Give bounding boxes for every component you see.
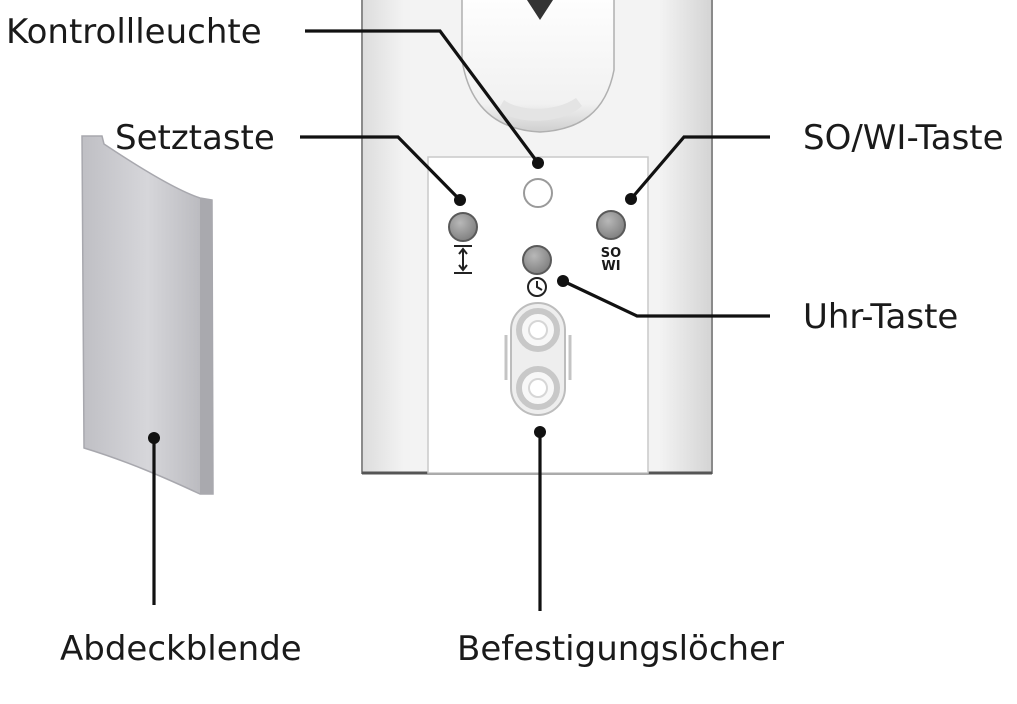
label-abdeckblende: Abdeckblende <box>60 629 302 669</box>
down-triangle-icon <box>527 0 553 20</box>
clock-button[interactable] <box>522 245 552 275</box>
mounting-holes <box>504 302 572 416</box>
leader-lines <box>148 29 770 611</box>
label-befestigungsloecher: Befestigungslöcher <box>457 629 784 669</box>
winter-symbol-text: WI <box>601 259 620 274</box>
indicator-light <box>523 178 553 208</box>
summer-winter-button[interactable] <box>596 210 626 240</box>
label-kontrollleuchte: Kontrollleuchte <box>6 12 262 52</box>
label-setztaste: Setztaste <box>115 118 275 158</box>
summer-symbol-text: SO <box>601 246 621 261</box>
up-down-arrow-icon <box>454 245 472 274</box>
set-button[interactable] <box>448 212 478 242</box>
label-so-wi-taste: SO/WI-Taste <box>803 118 1004 158</box>
label-uhr-taste: Uhr-Taste <box>803 297 958 337</box>
cover-panel <box>81 135 214 495</box>
clock-icon <box>527 277 547 297</box>
